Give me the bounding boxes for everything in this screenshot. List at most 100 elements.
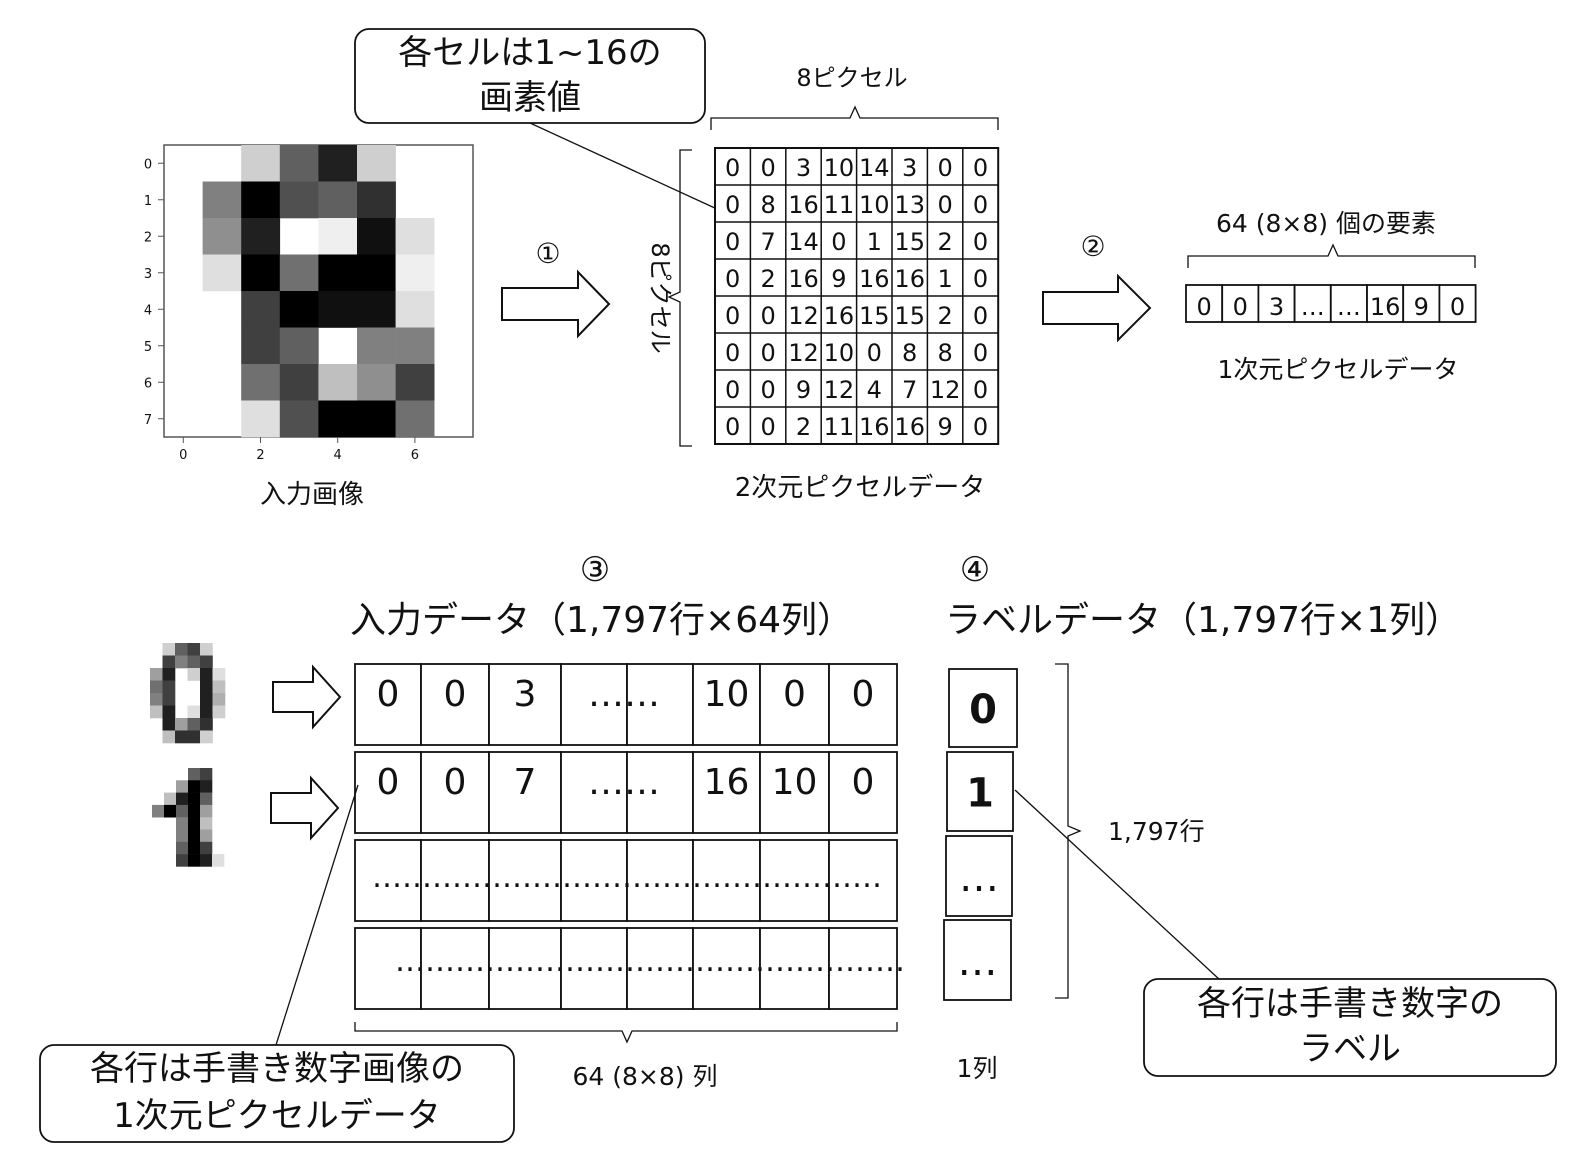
- image-pixel: [318, 254, 358, 292]
- digit-pixel: [212, 693, 226, 706]
- digit-pixel: [200, 854, 213, 867]
- digit-pixel: [188, 854, 201, 867]
- digit-pixel: [188, 792, 201, 806]
- grid-cell-value: 13: [894, 191, 925, 219]
- cell-callout-line-2: 画素値: [479, 78, 581, 118]
- image-pixel: [279, 254, 319, 292]
- vector-cell-value: 9: [1414, 293, 1429, 321]
- grid-cell-value: 16: [894, 413, 925, 441]
- digit-pixel: [188, 768, 201, 781]
- image-pixel: [318, 400, 358, 438]
- digit-pixel: [176, 829, 189, 843]
- grid-cell-value: 15: [859, 302, 890, 330]
- grid-cell-value: 16: [788, 265, 819, 293]
- digit-pixel: [162, 643, 176, 656]
- input-data-title: 入力データ（1,797行×64列）: [350, 600, 853, 641]
- digit-zero-image: [150, 643, 226, 744]
- digit-pixel: [187, 668, 201, 681]
- digit-pixel: [150, 668, 163, 681]
- row-callout-box: [39, 1044, 515, 1143]
- grid-cell-value: 14: [859, 154, 890, 182]
- digit-pixel: [187, 655, 201, 669]
- y-tick-label: 2: [144, 230, 152, 245]
- digit-pixel: [162, 705, 176, 719]
- matrix-cell-value: 0: [377, 674, 400, 715]
- grid-cell-value: 0: [937, 191, 952, 219]
- matrix-cell-value: 0: [377, 762, 400, 803]
- digit-pixel: [212, 668, 226, 681]
- image-pixel: [279, 145, 319, 182]
- vector-cell-value: …: [1337, 293, 1361, 321]
- digit-pixel: [200, 643, 213, 656]
- matrix-cell: [560, 839, 628, 922]
- matrix-cell: [759, 839, 830, 922]
- grid-cell-value: 0: [973, 339, 988, 367]
- matrix-cell: [828, 839, 898, 922]
- digit-pixel: [200, 718, 213, 731]
- matrix-cell-value: 7: [514, 762, 537, 803]
- image-pixel: [318, 181, 358, 219]
- grid-cell-value: 7: [760, 228, 775, 256]
- digit-pixel: [150, 680, 163, 694]
- vector-cell: [1221, 284, 1260, 323]
- grid-cell-value: 0: [973, 228, 988, 256]
- rows-caption: 1,797行: [1108, 817, 1205, 846]
- vector-cell: [1366, 284, 1405, 323]
- y-tick-label: 4: [144, 303, 152, 318]
- matrix-cell-value: 16: [704, 762, 750, 803]
- label-callout-line-2: ラベル: [1299, 1029, 1401, 1069]
- x-tick-label: 2: [256, 448, 264, 463]
- digit-pixel: [200, 693, 213, 706]
- cell-callout-box: [354, 28, 706, 124]
- grid-cell-value: 12: [824, 376, 855, 404]
- digit-pixel: [200, 705, 213, 719]
- digit-pixel: [188, 841, 201, 855]
- grid-cell-value: 0: [937, 154, 952, 182]
- grid-cell-value: 0: [760, 154, 775, 182]
- grid-caption: 2次元ピクセルデータ: [735, 473, 986, 503]
- row-callout-line-2: 1次元ピクセルデータ: [113, 1096, 441, 1136]
- grid-cell-value: 0: [725, 154, 740, 182]
- grid-cell-value: 10: [824, 339, 855, 367]
- input-image-label: 入力画像: [260, 480, 364, 510]
- digit-pixel: [188, 829, 201, 843]
- image-pixel: [202, 254, 242, 292]
- image-pixel: [318, 291, 358, 328]
- matrix-cell: [488, 751, 562, 834]
- vector-cell-value: 16: [1370, 293, 1401, 321]
- grid-cell-value: 0: [725, 228, 740, 256]
- grid-cell-value: 1: [937, 265, 952, 293]
- vector-cell-value: 0: [1450, 293, 1465, 321]
- image-pixel: [395, 254, 435, 292]
- grid-cell-value: 8: [902, 339, 917, 367]
- row-callout-line-1: 各行は手書き数字画像の: [90, 1049, 464, 1089]
- grid-cell-value: 16: [859, 413, 890, 441]
- grid-cell-value: 7: [902, 376, 917, 404]
- digit-pixel: [200, 768, 213, 781]
- image-pixel: [395, 218, 435, 255]
- vector-cell: [1257, 284, 1296, 323]
- image-pixel: [241, 181, 281, 219]
- digit-pixel: [187, 718, 201, 731]
- matrix-cell: [692, 839, 761, 922]
- matrix-cell: [828, 927, 898, 1010]
- grid-cell-value: 8: [937, 339, 952, 367]
- digit-pixel: [150, 705, 163, 719]
- rows-brace: [1055, 663, 1082, 999]
- grid-cell-value: 16: [894, 265, 925, 293]
- matrix-cell: [560, 663, 628, 746]
- vector-cell: [1402, 284, 1441, 323]
- vector-cell-value: …: [1301, 293, 1325, 321]
- image-pixel: [318, 364, 358, 401]
- digit-pixel: [200, 841, 213, 855]
- row-1-arrow: [272, 664, 342, 730]
- matrix-cell: [420, 751, 490, 834]
- digit-pixel: [187, 730, 201, 744]
- step-4-marker: ④: [960, 550, 990, 590]
- matrix-cell: [354, 839, 422, 922]
- grid-cell-value: 0: [725, 191, 740, 219]
- matrix-cell-value: 0: [444, 762, 467, 803]
- label-callout-line-1: 各行は手書き数字の: [1197, 984, 1503, 1024]
- image-pixel: [357, 218, 396, 255]
